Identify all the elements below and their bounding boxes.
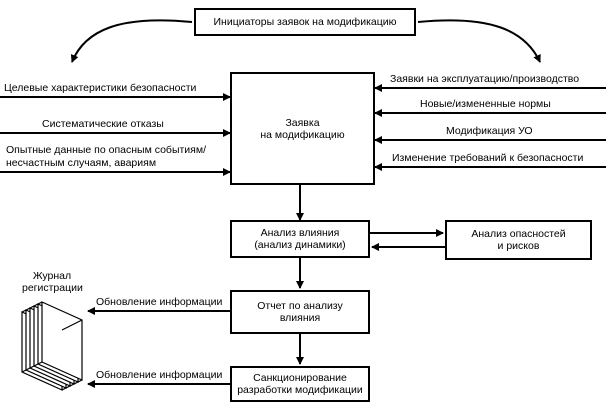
impact-line-1: Анализ влияния [260, 227, 340, 239]
request-line-1: Заявка [285, 116, 320, 129]
curve-arrow-left [70, 19, 193, 63]
request-line-2: на модификацию [260, 128, 345, 141]
journal-line-1: Журнал [32, 270, 72, 282]
hazard-line-1: Анализ опасностей [471, 228, 566, 240]
request-box: Заявка на модификацию [230, 72, 375, 185]
initiators-label: Инициаторы заявок на модификацию [213, 16, 397, 28]
impact-report-box: Отчет по анализу влияния [230, 290, 370, 334]
right-input-label-3: Модификация УО [446, 125, 533, 137]
update-info-label-1: Обновление информации [96, 296, 223, 308]
auth-line-2: разработки модификации [237, 384, 363, 396]
left-input-label-3: Опытные данные по опасным событиям/ [6, 144, 206, 156]
curve-arrow-right [417, 19, 541, 63]
auth-line-1: Санкционирование [253, 372, 347, 384]
authorization-box: Санкционирование разработки модификации [230, 366, 370, 402]
impact-analysis-box: Анализ влияния (анализ динамики) [230, 220, 370, 258]
journal-label: Журнал регистрации [22, 270, 83, 294]
update-info-label-2: Обновление информации [96, 369, 223, 381]
right-input-label-2: Новые/измененные нормы [420, 98, 551, 110]
left-input-label-1: Целевые характеристики безопасности [4, 82, 197, 94]
report-line-1: Отчет по анализу [257, 300, 343, 312]
impact-line-2: (анализ динамики) [254, 239, 346, 251]
left-input-label-2: Систематические отказы [42, 118, 164, 130]
right-input-label-4: Изменение требований к безопасности [392, 152, 584, 164]
journal-line-2: регистрации [22, 282, 83, 294]
hazard-analysis-box: Анализ опасностей и рисков [445, 220, 592, 260]
hazard-line-2: и рисков [497, 240, 540, 252]
report-line-2: влияния [279, 312, 321, 324]
right-input-label-1: Заявки на эксплуатацию/производство [390, 73, 580, 85]
left-input-label-4: несчастным случаям, авариям [6, 157, 157, 169]
initiators-box: Инициаторы заявок на модификацию [194, 8, 416, 36]
journal-book-icon [21, 301, 83, 391]
